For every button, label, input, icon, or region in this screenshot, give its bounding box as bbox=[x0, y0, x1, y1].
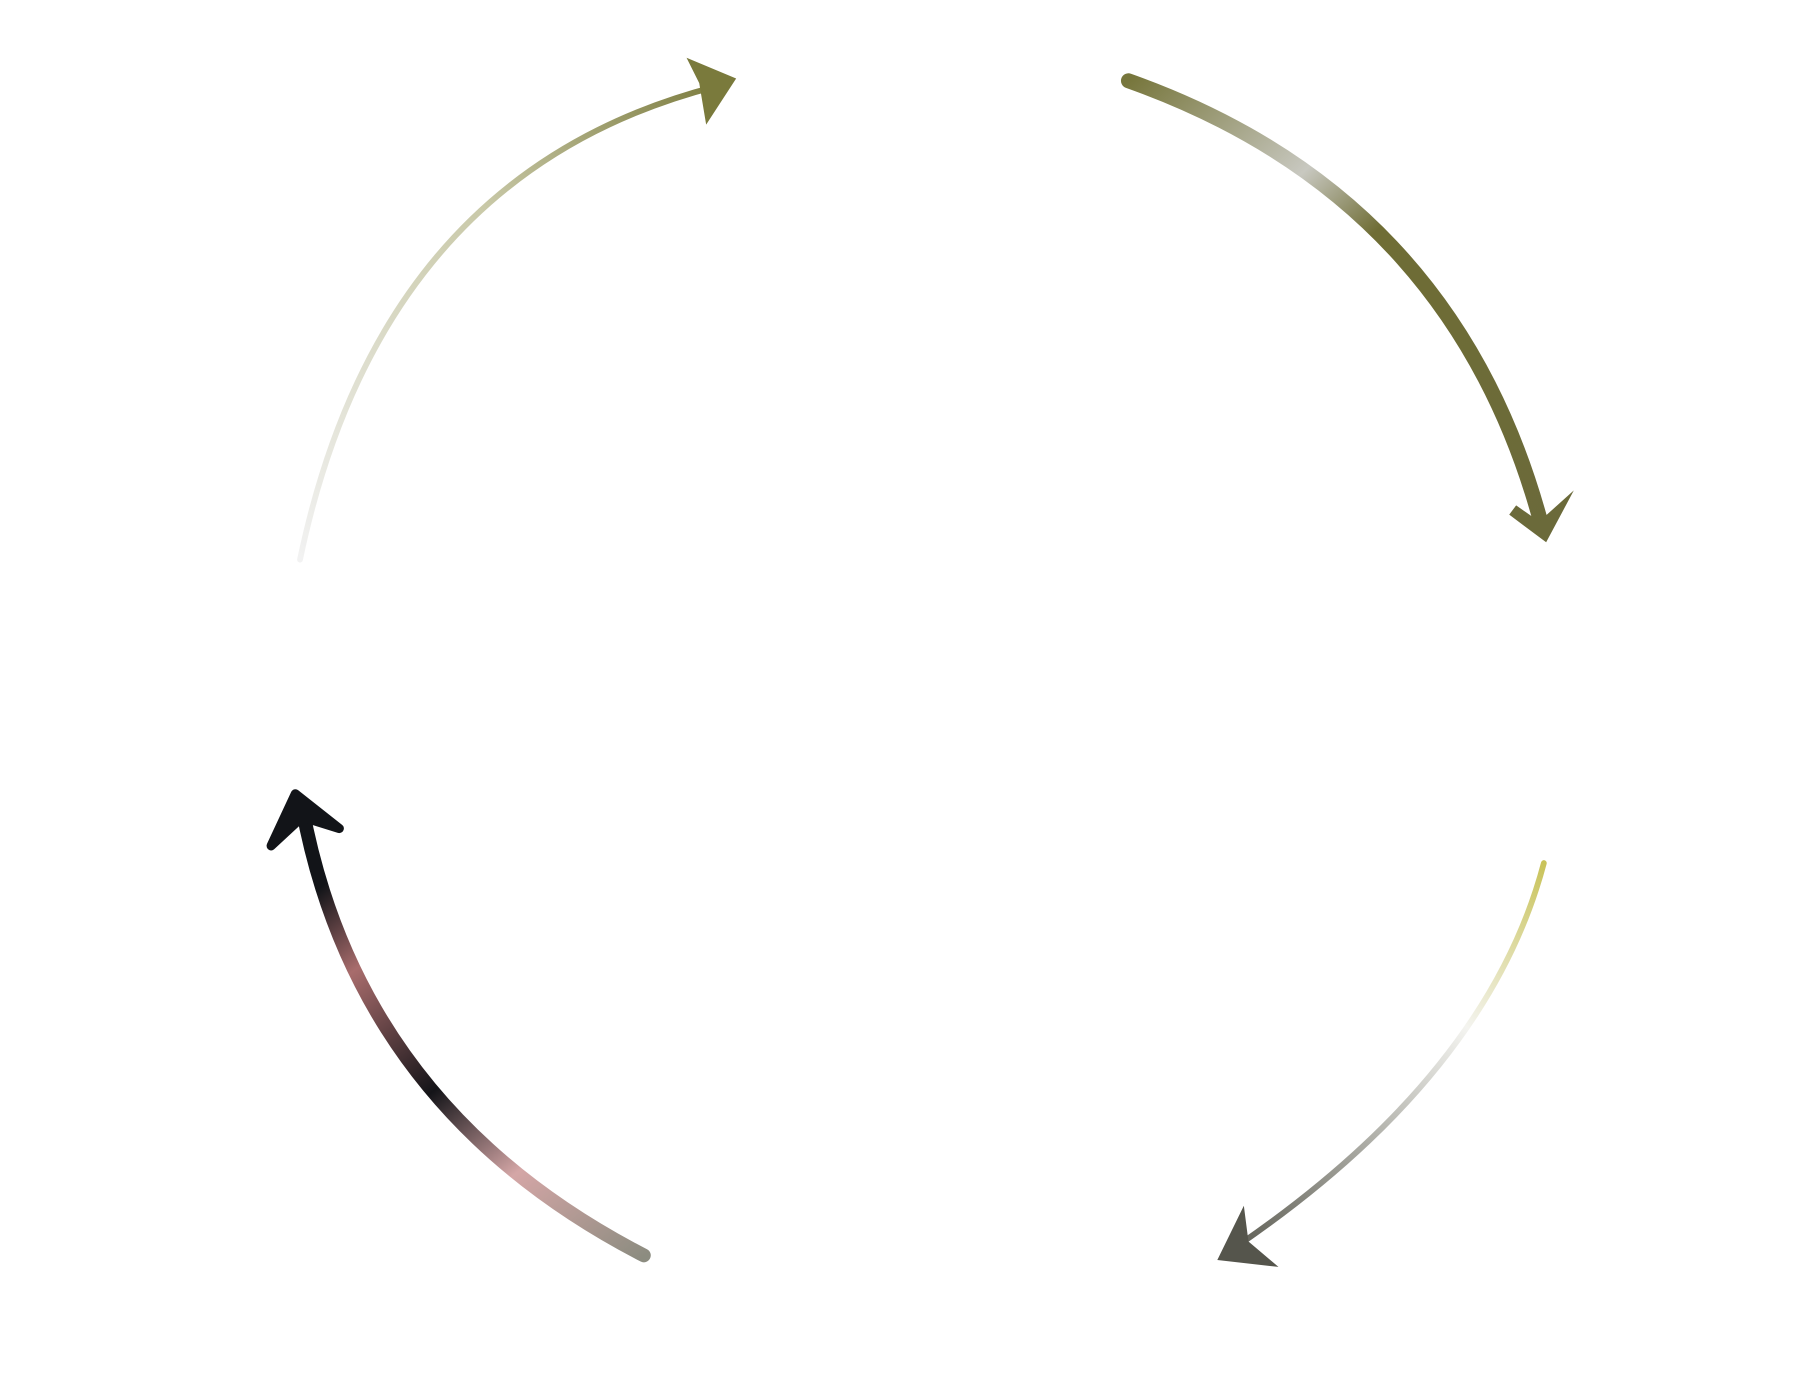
arrowhead-icon bbox=[1217, 1205, 1279, 1267]
arrowhead-icon bbox=[1509, 490, 1574, 543]
arrow-bottom-left bbox=[266, 789, 651, 1263]
arrowhead-icon bbox=[686, 57, 737, 125]
arrow-bottom-right bbox=[1217, 860, 1547, 1267]
arrow-top-right bbox=[1120, 73, 1574, 543]
arrowhead-icon bbox=[266, 789, 344, 851]
arrow-top-left bbox=[297, 57, 737, 563]
